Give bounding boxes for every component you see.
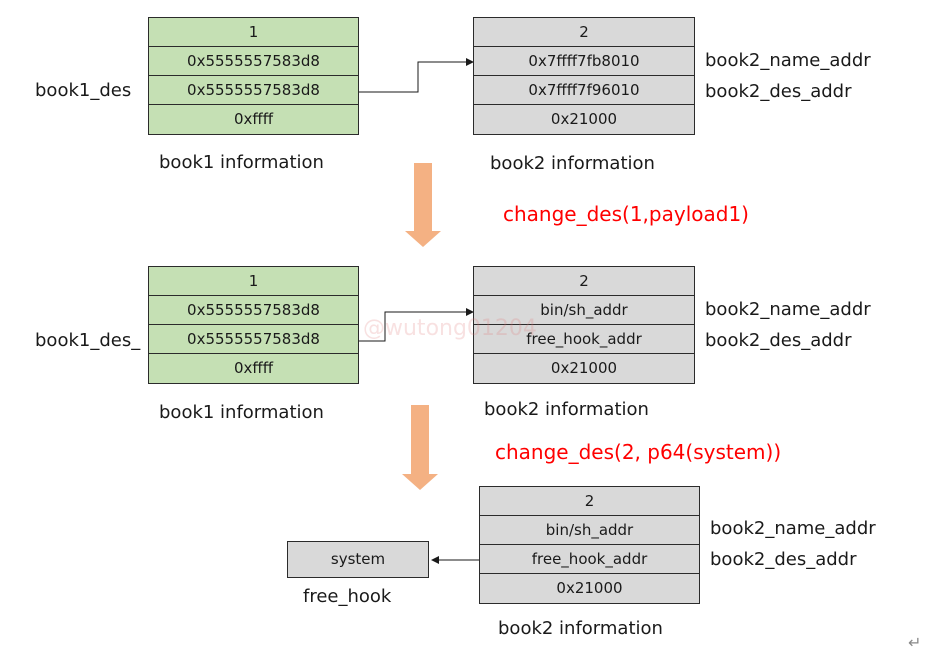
book2-caption: book2 information (498, 618, 663, 639)
step2-call-text: change_des(2, p64(system)) (495, 440, 782, 464)
book1-des-label: book1_des (35, 80, 132, 101)
book2-table-stage1: 2 0x7ffff7fb8010 0x7ffff7f96010 0x21000 (473, 17, 695, 135)
book1-table-stage1: 1 0x5555557583d8 0x5555557583d8 0xffff (148, 17, 359, 135)
book2-name-cell: bin/sh_addr (474, 296, 694, 325)
book2-name-addr-label: book2_name_addr (710, 518, 876, 539)
down-arrow-icon (402, 405, 438, 490)
book2-size-cell: 0x21000 (556, 579, 623, 597)
book2-caption: book2 information (484, 399, 649, 420)
book2-id-cell: 2 (480, 487, 699, 516)
book2-id-cell: 2 (474, 18, 694, 47)
step1-call-text: change_des(1,payload1) (503, 202, 749, 226)
book2-name-addr-label: book2_name_addr (705, 50, 871, 71)
book2-name-cell: bin/sh_addr (480, 516, 699, 545)
book1-des-cell: 0x5555557583d8 (149, 76, 358, 105)
book1-caption: book1 information (159, 402, 324, 423)
stage1-pointer-arrow (359, 58, 474, 93)
book1-id-cell: 1 (149, 267, 358, 296)
book1-name-cell: 0x5555557583d8 (149, 296, 358, 325)
book2-des-addr-label: book2_des_addr (705, 330, 852, 351)
return-glyph-icon: ↵ (908, 633, 922, 652)
watermark: @wutong01204 (363, 316, 537, 341)
book2-size-cell: 0x21000 (550, 110, 618, 128)
book1-size-cell: 0xffff (233, 359, 274, 377)
book2-name-cell: 0x7ffff7fb8010 (474, 47, 694, 76)
book2-des-cell: free_hook_addr (480, 545, 699, 574)
book2-des-cell: free_hook_addr (474, 325, 694, 354)
book1-table-stage2: 1 0x5555557583d8 0x5555557583d8 0xffff (148, 266, 359, 384)
book2-table-stage2: 2 bin/sh_addr free_hook_addr 0x21000 (473, 266, 695, 384)
book1-des-cell: 0x5555557583d8 (149, 325, 358, 354)
book2-caption: book2 information (490, 153, 655, 174)
book2-id-cell: 2 (474, 267, 694, 296)
book1-caption: book1 information (159, 152, 324, 173)
book1-id-cell: 1 (149, 18, 358, 47)
book2-des-cell: 0x7ffff7f96010 (474, 76, 694, 105)
stage2-pointer-arrow (359, 308, 474, 342)
book2-size-cell: 0x21000 (550, 359, 618, 377)
book1-size-cell: 0xffff (233, 110, 274, 128)
book1-des-label: book1_des_ (35, 330, 141, 351)
book1-name-cell: 0x5555557583d8 (149, 47, 358, 76)
down-arrow-icon (405, 163, 441, 247)
book2-table-stage3: 2 bin/sh_addr free_hook_addr 0x21000 (479, 486, 700, 604)
book2-des-addr-label: book2_des_addr (710, 549, 857, 570)
book2-name-addr-label: book2_name_addr (705, 299, 871, 320)
book2-des-addr-label: book2_des_addr (705, 81, 852, 102)
free-hook-label: free_hook (303, 586, 392, 607)
system-box: system (287, 541, 429, 578)
